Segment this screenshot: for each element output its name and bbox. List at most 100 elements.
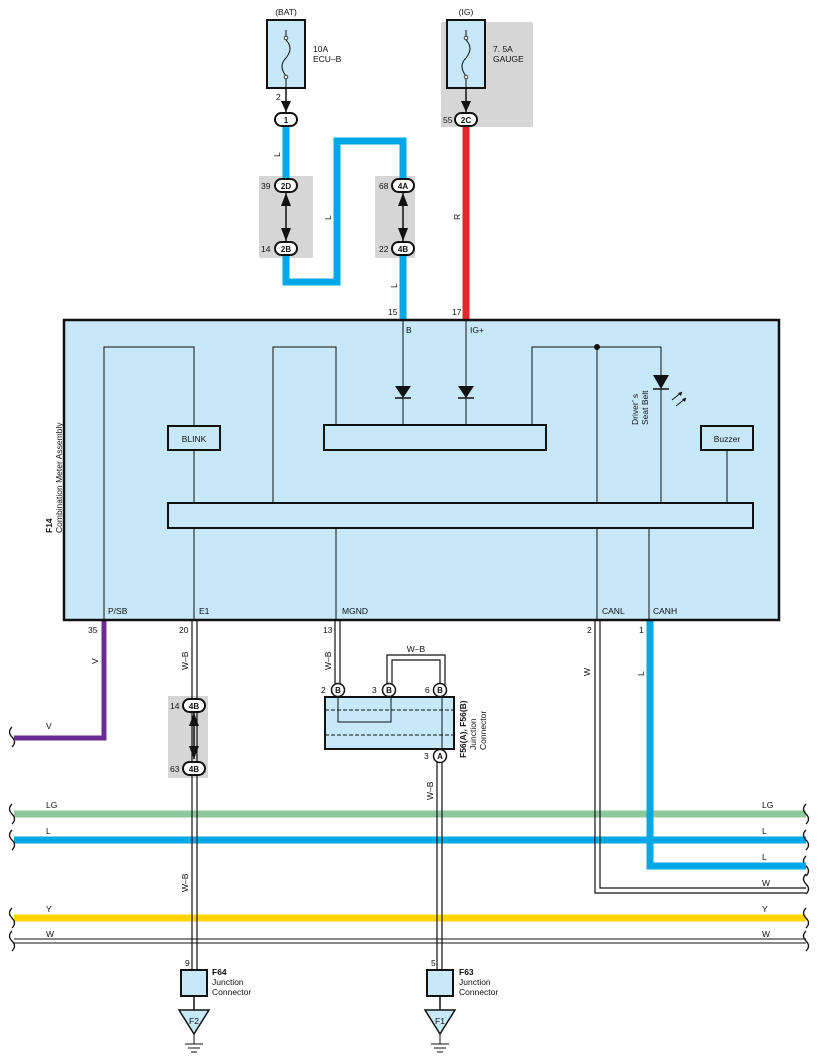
pin-b3-label: B [437,686,443,695]
f56-pin-3a: 3 [424,751,429,761]
blink-label: BLINK [182,434,207,444]
wire-label-r: R [452,214,462,220]
seatbelt-label-2: Seat Belt [640,390,650,425]
connector-2c-label: 2C [461,116,471,125]
wire-label-w-canl: W [582,668,592,676]
f64-id: F64 [212,967,227,977]
bus-label-y-right: Y [762,904,768,914]
fuse2-rating: 7. 5A [493,44,513,54]
f56-pin-3: 3 [372,685,377,695]
connector-4b-mid-label: 4B [189,702,199,711]
bus-label-w-left: W [46,929,54,939]
bus-label-l-canh: L [762,852,767,862]
bat-label: (BAT) [275,7,297,17]
fuse1-name: ECU–B [313,54,342,64]
meter-pin-35: 35 [88,625,98,635]
bus-label-l-left: L [46,826,51,836]
pin-22: 22 [379,244,389,254]
ground-f2-label: F2 [189,1016,199,1026]
wire-w-canl [594,620,806,894]
wire-label-v-left: V [46,721,52,731]
connector-4b-low-label: 4B [189,765,199,774]
seatbelt-label-1: Driver’ s [630,394,640,425]
fuse2-name: GAUGE [493,54,524,64]
meter-pin-15: 15 [388,307,398,317]
f64-pin: 9 [185,958,190,968]
wire-label-wb-4: W–B [180,873,190,892]
f56-line2: Connector [478,711,488,750]
connector-2d-label: 2D [281,182,291,191]
wire-label-l-2: L [323,215,333,220]
pin-b1-label: B [335,686,341,695]
pin-b2-label: B [386,686,392,695]
connector-pill-4a: 4A [391,178,415,193]
junction-connector-f64 [180,969,208,997]
pin-a-label: A [437,752,443,761]
wire-label-wb-1: W–B [180,651,190,670]
bus-label-l-right: L [762,826,767,836]
meter-id: F14 [44,518,54,533]
connector-pill-2d: 2D [274,178,298,193]
meter-name: Combination Meter Assembly [54,422,64,533]
bus-label-y-left: Y [46,904,52,914]
junction-connector-f63 [426,969,454,997]
wire-wb-e1 [191,620,198,970]
fuse-ecu-b [266,19,306,116]
bat-pin: 2 [276,92,281,102]
bus-label-w-canl: W [762,878,770,888]
wire-label-v: V [90,658,100,664]
wire-label-l-1: L [272,152,282,157]
wire-wb-mgnd [334,620,446,686]
pin-63: 63 [170,764,180,774]
f63-id: F63 [459,967,474,977]
pin-a [432,748,448,764]
meter-canh-label: CANH [653,606,677,616]
meter-cpu-box [167,502,754,529]
junction-dot [594,344,600,350]
bus-label-lg-left: LG [46,800,57,810]
connector-pill-4b-mid: 4B [182,698,206,713]
meter-pin-2: 2 [587,625,592,635]
junction-connector-f56 [324,696,455,750]
meter-pin-17: 17 [452,307,462,317]
wire-label-l-3: L [389,283,399,288]
bus-label-w-right: W [762,929,770,939]
meter-canl-label: CANL [602,606,625,616]
diode-ig [458,386,474,399]
f56-pin-2: 2 [321,685,326,695]
f63-line2: Connector [459,987,498,997]
blink-box: BLINK [167,425,221,451]
f64-line1: Junction [212,977,244,987]
connector-pill-2c: 2C [454,112,478,127]
meter-pin-1: 1 [639,625,644,635]
connector-2b-label: 2B [281,245,291,254]
meter-pin-13: 13 [323,625,333,635]
meter-ic-box [323,424,547,451]
wire-label-wb-2: W–B [323,651,333,670]
pin-14a: 14 [261,244,271,254]
f56-id: F56(A), F56(B) [458,700,468,758]
pin-14b: 14 [170,701,180,711]
buzzer-box: Buzzer [700,425,754,451]
buzzer-label: Buzzer [714,434,741,444]
f63-line1: Junction [459,977,491,987]
seat-belt-led-icon [653,375,687,407]
meter-e1-label: E1 [199,606,210,616]
inline-connector-arrows [189,101,471,759]
ig-label: (IG) [459,7,474,17]
connector-1-label: 1 [284,116,289,125]
connector-pill-4b-low: 4B [182,761,206,776]
f56-pin-6: 6 [425,685,430,695]
wire-label-wb-3: W–B [425,781,435,800]
wire-v-psb [14,620,107,741]
pin-68: 68 [379,181,389,191]
pin-b3 [432,682,448,698]
wire-label-wb-loop: W–B [407,644,426,654]
ground-f2-icon [177,1009,211,1053]
diode-b [395,386,411,399]
f64-line2: Connector [212,987,251,997]
wire-label-l-canh: L [636,671,646,676]
connector-pill-1: 1 [274,112,298,127]
bus-label-lg-right: LG [762,800,773,810]
